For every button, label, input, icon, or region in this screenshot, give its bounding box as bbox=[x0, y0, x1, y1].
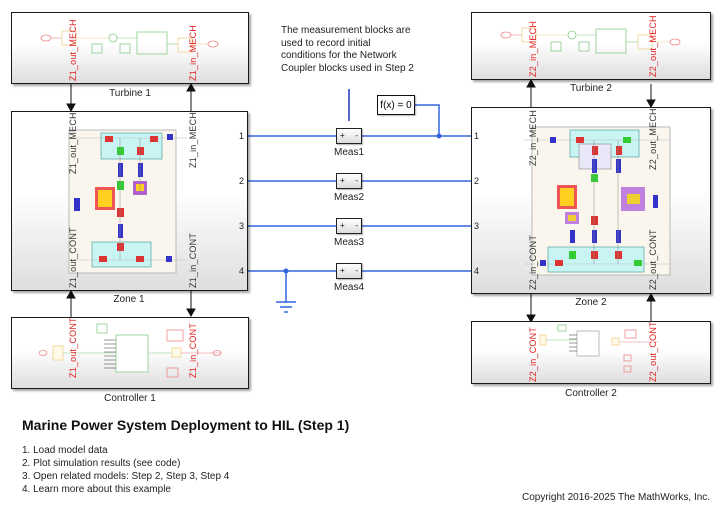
step-open-related-models[interactable]: 3. Open related models: Step 2, Step 3, … bbox=[22, 471, 230, 482]
zone1-port-1[interactable]: 1 bbox=[239, 131, 245, 141]
zone1-port-3[interactable]: 3 bbox=[239, 221, 245, 231]
turbine-internal-diagram bbox=[500, 27, 681, 54]
tag-top-left: Z1_out_MECH bbox=[68, 112, 78, 174]
zone1-port-2[interactable]: 2 bbox=[239, 176, 245, 186]
note-line: conditions for the Network bbox=[281, 50, 397, 61]
steps-list: 1. Load model data 2. Plot simulation re… bbox=[22, 444, 229, 496]
zone1-label: Zone 1 bbox=[113, 294, 145, 305]
junction-dot bbox=[436, 133, 442, 139]
note-line: used to record initial bbox=[281, 37, 371, 49]
tag-left: Z2_in_MECH bbox=[528, 20, 538, 77]
annotation-note: The measurement blocks are used to recor… bbox=[281, 25, 414, 75]
zone-internal-diagram bbox=[68, 129, 187, 274]
tag-right: Z1_in_MECH bbox=[188, 24, 198, 81]
plus-terminal: + bbox=[340, 131, 345, 140]
zone2-label: Zone 2 bbox=[575, 297, 607, 308]
turbine1-block[interactable]: Z1_out_MECH Z1_in_MECH bbox=[11, 12, 249, 84]
tag-top-left: Z2_in_MECH bbox=[528, 109, 538, 166]
meas3-label: Meas3 bbox=[333, 237, 364, 248]
tag-bottom-right: Z2_out_CONT bbox=[648, 229, 658, 290]
arrow-icon bbox=[646, 99, 656, 109]
zone2-port-3[interactable]: 3 bbox=[474, 221, 480, 231]
controller1-label: Controller 1 bbox=[104, 393, 156, 404]
model-title: Marine Power System Deployment to HIL (S… bbox=[22, 417, 350, 433]
tag-bottom-right: Z1_in_CONT bbox=[188, 232, 198, 288]
meas2-label: Meas2 bbox=[333, 192, 364, 203]
meas3-block[interactable]: + - bbox=[336, 218, 362, 234]
tag-right: Z2_out_MECH bbox=[648, 15, 658, 77]
arrow-icon bbox=[526, 314, 536, 324]
arrow-icon bbox=[66, 289, 76, 299]
meas4-label: Meas4 bbox=[333, 282, 364, 293]
note-line: Coupler blocks used in Step 2 bbox=[281, 62, 414, 74]
turbine2-block[interactable]: Z2_in_MECH Z2_out_MECH bbox=[471, 12, 711, 80]
minus-terminal: - bbox=[355, 176, 358, 185]
meas4-block[interactable]: + - bbox=[336, 263, 362, 279]
controller-internal-diagram bbox=[539, 324, 658, 373]
ground-icon bbox=[276, 301, 296, 313]
tag-bottom-left: Z1_out_CONT bbox=[68, 227, 78, 288]
junction-dot bbox=[283, 268, 289, 274]
meas1-block[interactable]: + - bbox=[336, 128, 362, 144]
tag-top-right: Z2_out_MECH bbox=[648, 108, 658, 170]
step-learn-more[interactable]: 4. Learn more about this example bbox=[22, 484, 171, 495]
arrow-icon bbox=[66, 103, 76, 113]
plus-terminal: + bbox=[340, 221, 345, 230]
controller1-block[interactable]: Z1_out_CONT Z1_in_CONT bbox=[11, 317, 249, 389]
arrow-icon bbox=[526, 78, 536, 88]
step-plot-results[interactable]: 2. Plot simulation results (see code) bbox=[22, 458, 181, 469]
controller2-label: Controller 2 bbox=[565, 388, 617, 399]
tag-top-right: Z1_in_MECH bbox=[188, 111, 198, 168]
step-load-model-data[interactable]: 1. Load model data bbox=[22, 445, 108, 456]
minus-terminal: - bbox=[355, 266, 358, 275]
turbine2-label: Turbine 2 bbox=[570, 83, 612, 94]
wire-solver bbox=[415, 104, 440, 136]
zone1-port-4[interactable]: 4 bbox=[239, 266, 245, 276]
zone2-port-4[interactable]: 4 bbox=[474, 266, 480, 276]
plus-terminal: + bbox=[340, 266, 345, 275]
zone2-port-2[interactable]: 2 bbox=[474, 176, 480, 186]
tag-bottom-left: Z2_in_CONT bbox=[528, 234, 538, 290]
tag-right: Z1_in_CONT bbox=[188, 322, 198, 378]
tag-left: Z2_in_CONT bbox=[528, 326, 538, 382]
zone2-port-1[interactable]: 1 bbox=[474, 131, 480, 141]
tag-right: Z2_out_CONT bbox=[648, 321, 658, 382]
tag-left: Z1_out_MECH bbox=[68, 19, 78, 81]
tag-left: Z1_out_CONT bbox=[68, 317, 78, 378]
zone1-block[interactable]: Z1_out_MECH Z1_in_MECH Z1_out_CONT Z1_in… bbox=[11, 111, 248, 291]
meas2-block[interactable]: + - bbox=[336, 173, 362, 189]
controller2-block[interactable]: Z2_in_CONT Z2_out_CONT bbox=[471, 321, 711, 384]
solver-configuration-block[interactable]: f(x) = 0 bbox=[377, 95, 415, 115]
turbine1-label: Turbine 1 bbox=[109, 88, 151, 99]
turbine-internal-diagram bbox=[40, 30, 219, 55]
minus-terminal: - bbox=[355, 131, 358, 140]
minus-terminal: - bbox=[355, 221, 358, 230]
controller-internal-diagram bbox=[38, 323, 222, 378]
arrow-icon bbox=[646, 292, 656, 302]
zone-internal-diagram bbox=[524, 126, 671, 276]
arrow-icon bbox=[186, 308, 196, 318]
zone2-block[interactable]: Z2_in_MECH Z2_out_MECH Z2_in_CONT Z2_out… bbox=[471, 107, 711, 294]
plus-terminal: + bbox=[340, 176, 345, 185]
note-line: The measurement blocks are bbox=[281, 25, 411, 36]
arrow-icon bbox=[186, 82, 196, 92]
copyright-text: Copyright 2016-2025 The MathWorks, Inc. bbox=[522, 492, 711, 503]
meas1-label: Meas1 bbox=[333, 147, 364, 158]
